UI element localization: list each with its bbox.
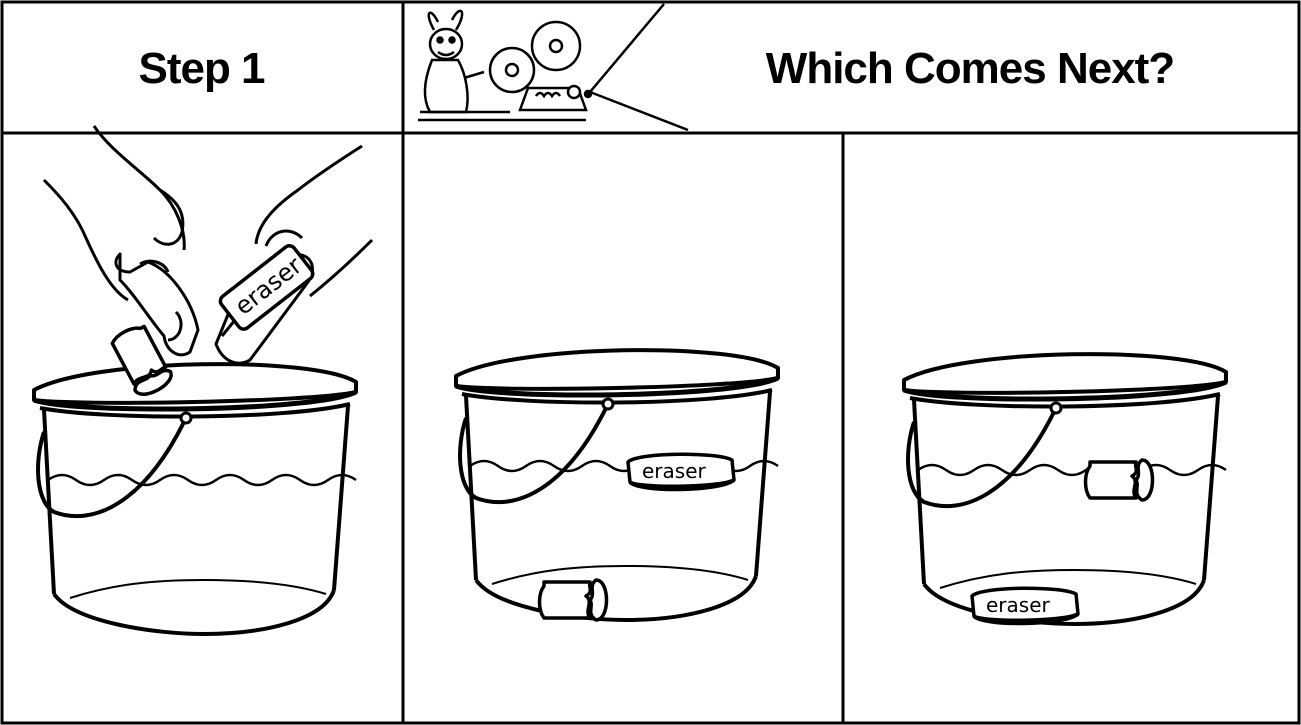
rabbit-film-projector-icon xyxy=(418,4,688,130)
left-hand-illustration xyxy=(44,126,198,355)
panel3-eraser-sunk: eraser xyxy=(972,588,1078,623)
eraser-label: eraser xyxy=(986,593,1051,617)
step1-bucket xyxy=(34,364,356,634)
panel2-bucket xyxy=(456,350,778,620)
panel3-crayon-floating xyxy=(1086,460,1153,500)
panel3-bucket xyxy=(904,354,1226,624)
panel2-eraser-floating: eraser xyxy=(628,454,734,489)
eraser-label: eraser xyxy=(642,459,707,483)
panel2-crayon-sunk xyxy=(540,580,607,620)
